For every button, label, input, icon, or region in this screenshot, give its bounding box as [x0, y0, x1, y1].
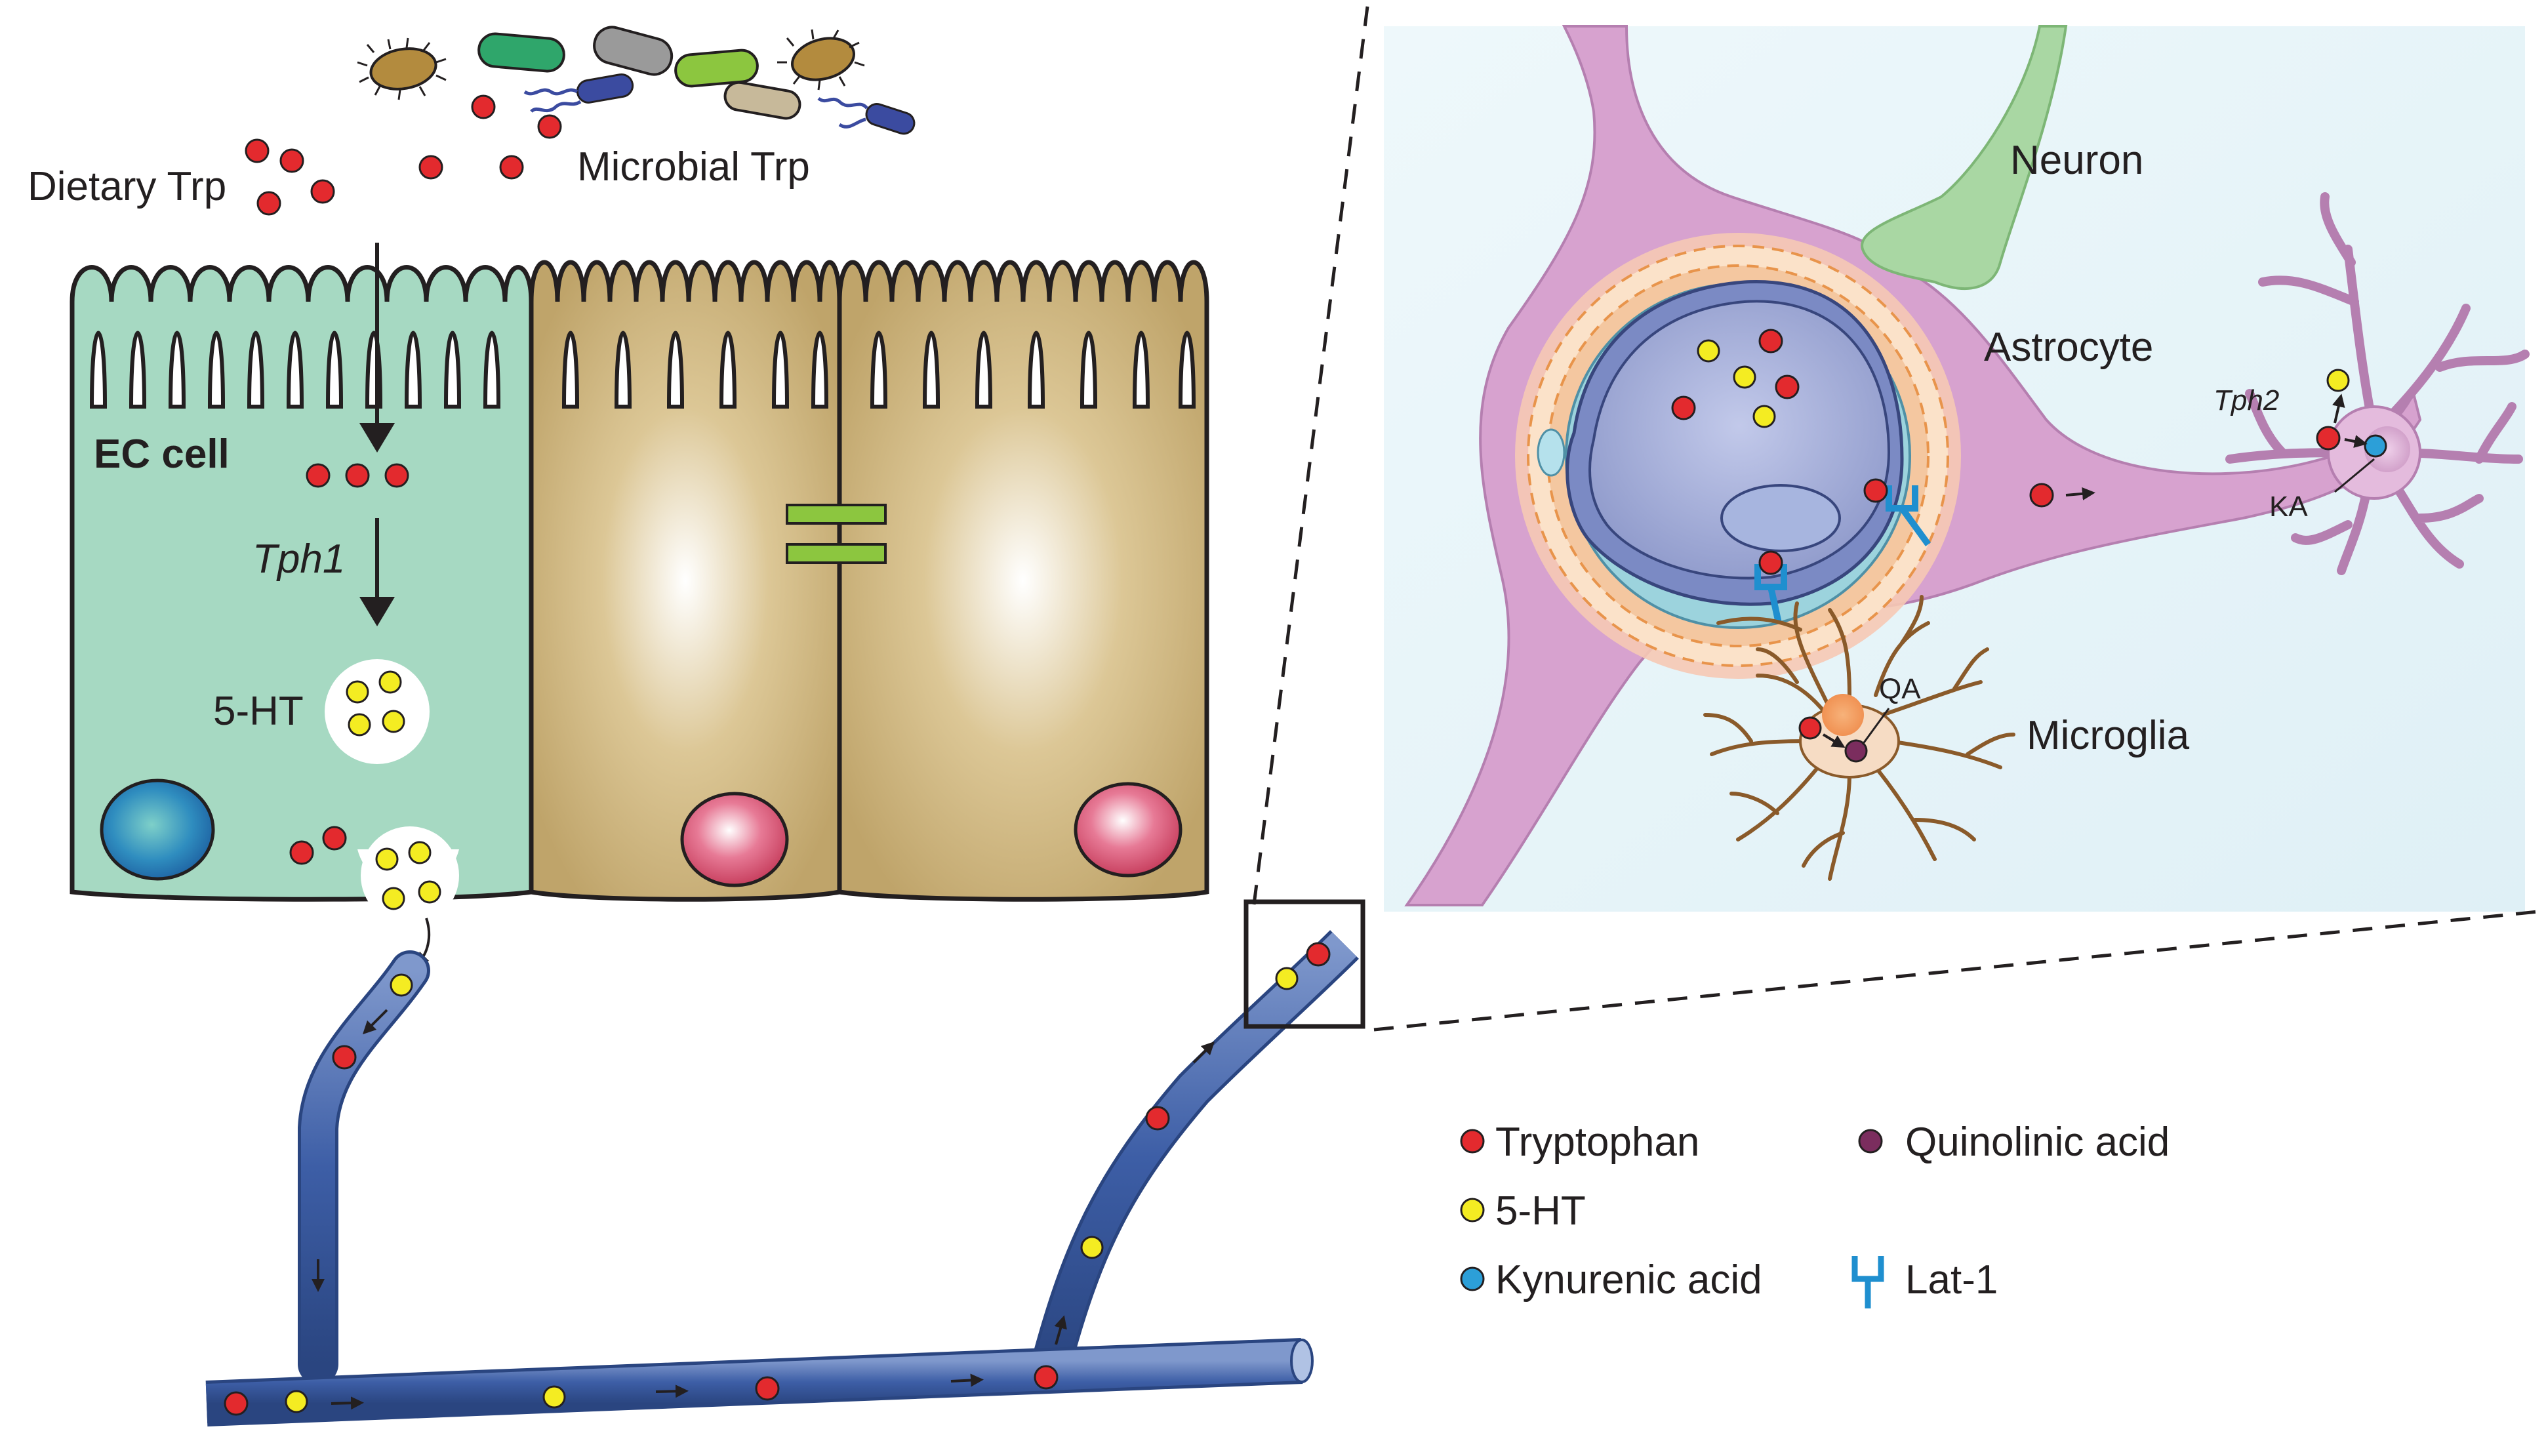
- vessel-tryptophan: [224, 942, 1331, 1416]
- vessel-serotonin: [285, 967, 1299, 1413]
- epithelial-nucleus-1: [680, 792, 789, 887]
- bacterium-rod-icon: [723, 81, 801, 120]
- ec-cell-tryptophan: [289, 463, 409, 865]
- lat1-transporter-icon: [1754, 564, 1787, 624]
- ec-cell-label: EC cell: [94, 432, 230, 477]
- ec-cell-pathway: [359, 243, 395, 626]
- bacterium-flagellated-icon: [523, 73, 634, 113]
- lumen-tryptophan: [245, 94, 562, 216]
- endothelial-nucleus: [1537, 428, 1566, 477]
- qa-leader-line: [1861, 708, 1890, 745]
- legend-item-quinolinic-acid: Quinolinic acid: [1858, 1120, 2170, 1165]
- ec-microvilli: [89, 331, 501, 409]
- astrocyte-arrow: [2065, 487, 2095, 500]
- quinolinic-acid-swatch-icon: [1858, 1129, 1883, 1154]
- qa-label: QA: [1879, 673, 1921, 705]
- bacterium-flagellated-icon: [817, 96, 916, 135]
- tight-junction-icon: [786, 504, 887, 564]
- bacterium-spiky-icon: [777, 29, 865, 91]
- descending-vessel: [301, 954, 427, 1381]
- astrocyte-tryptophan: [2029, 483, 2054, 508]
- epithelial-nucleus-2: [1074, 782, 1182, 878]
- neuron: [1861, 25, 2068, 290]
- legend-label: Quinolinic acid: [1905, 1120, 2170, 1165]
- neuron-serotonin: [2326, 369, 2350, 392]
- secreting-vesicle: [361, 826, 459, 925]
- bacterium-rod-icon: [674, 49, 759, 88]
- lat1-swatch-icon: [1851, 1256, 1884, 1308]
- neuron-tryptophan: [2316, 426, 2341, 451]
- ka-leader-line: [2334, 458, 2375, 493]
- zoom-line-bottom: [1373, 910, 2539, 1032]
- bacterium-rod-icon: [593, 26, 674, 76]
- red-blood-cell: [1720, 484, 1841, 552]
- intestinal-epithelium: [70, 260, 1209, 925]
- dietary-trp-label: Dietary Trp: [28, 164, 226, 209]
- legend-label: Tryptophan: [1495, 1120, 1699, 1165]
- main-vessel: [205, 1341, 1303, 1423]
- legend-item-kynurenic-acid: Kynurenic acid: [1460, 1257, 1762, 1303]
- microglia-tryptophan: [1798, 716, 1822, 740]
- legend-label: Lat-1: [1905, 1257, 1998, 1303]
- legend-item-lat1: Lat-1: [1851, 1256, 1998, 1308]
- legend-label: Kynurenic acid: [1495, 1257, 1762, 1303]
- tph2-label: Tph2: [2213, 384, 2279, 416]
- bacterium-spiky-icon: [357, 37, 447, 100]
- lumen-serotonin: [1697, 339, 1776, 428]
- ka-label: KA: [2269, 491, 2308, 523]
- microglia-nucleus: [1822, 694, 1864, 736]
- ec-cell-nucleus: [100, 779, 215, 881]
- tryptophan-swatch-icon: [1460, 1129, 1485, 1154]
- serotonin-swatch-icon: [1460, 1198, 1485, 1223]
- legend-item-tryptophan: Tryptophan: [1460, 1120, 1699, 1165]
- blood-vessels: [205, 930, 1359, 1426]
- epithelial-cell-1: [529, 260, 842, 902]
- lat1-transporter-icon: [1886, 485, 1931, 546]
- epithelial-microvilli: [561, 331, 1196, 409]
- legend: Tryptophan 5-HT Kynurenic acid Quinolini…: [1460, 1120, 2170, 1308]
- kynurenic-acid-swatch-icon: [1460, 1266, 1485, 1291]
- microglia-quinolinic-acid: [1844, 739, 1868, 763]
- zoom-line-top: [1251, 6, 1369, 916]
- legend-item-serotonin: 5-HT: [1460, 1188, 1586, 1234]
- serotonin-label: 5-HT: [213, 689, 304, 734]
- microglia: [1703, 595, 2015, 881]
- vessel-opening: [1290, 1339, 1314, 1383]
- astrocyte-label: Astrocyte: [1984, 325, 2153, 370]
- microglia-label: Microglia: [2027, 713, 2190, 758]
- ec-cell-serotonin: [346, 670, 441, 910]
- bacterium-rod-icon: [477, 32, 565, 73]
- neuron-kynurenic-acid: [2364, 434, 2387, 458]
- lumen-tryptophan-brain: [1671, 329, 1800, 420]
- microbial-trp-label: Microbial Trp: [577, 144, 810, 190]
- zoom-box: [1243, 899, 1365, 1029]
- epithelial-cell-2: [837, 260, 1209, 902]
- tph1-label: Tph1: [253, 536, 345, 582]
- serotonin-vesicle: [325, 659, 430, 764]
- vessel-flow-arrows: [312, 1009, 1215, 1410]
- legend-label: 5-HT: [1495, 1188, 1586, 1234]
- neuron-label: Neuron: [2010, 138, 2143, 183]
- ascending-vessel: [1032, 932, 1357, 1375]
- brain-inset: [1404, 25, 2530, 906]
- gut-microbes: [357, 26, 916, 135]
